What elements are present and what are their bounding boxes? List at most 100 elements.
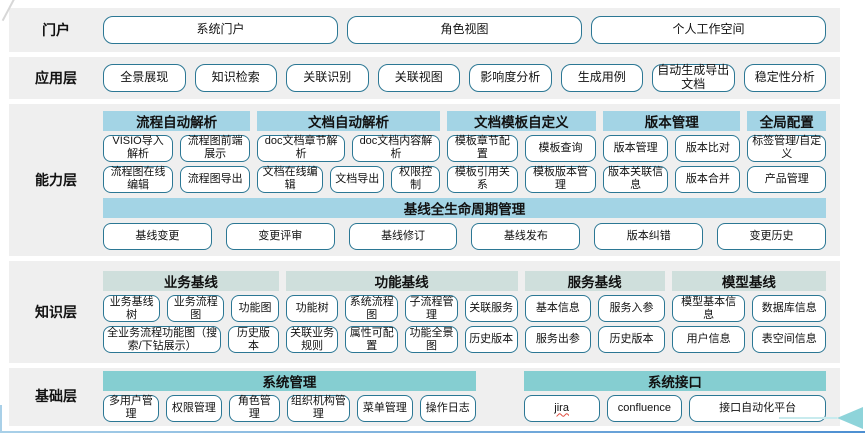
module-box-label: 稳定性分析 — [754, 70, 815, 85]
layer-application: 应用层全景展现知识检索关联识别关联视图影响度分析生成用例自动生成导出文档稳定性分… — [9, 57, 840, 99]
module-box: doc文档内容解析 — [352, 134, 440, 162]
module-box-label: 基线发布 — [503, 229, 548, 242]
module-group: 服务基线基本信息 服务入参服务出参 历史版本 — [524, 271, 665, 353]
button-row: 系统门户 角色视图 个人工作空间 — [103, 16, 826, 44]
module-box: 系统流程图 — [345, 295, 399, 322]
module-box-label: 模板查询 — [538, 141, 583, 154]
module-box: 全业务流程功能图（搜索/下钻展示） — [103, 326, 222, 353]
module-box: 自动生成导出文档 — [652, 63, 735, 92]
module-box: 组织机构管理 — [286, 394, 350, 422]
module-box-label: 模板章节配置 — [454, 135, 510, 160]
layer-label-application: 应用层 — [35, 70, 77, 86]
module-box: 功能全景图 — [405, 326, 458, 353]
module-box: 模板查询 — [524, 134, 597, 162]
button-row: 模板引用关系模板版本管理 — [446, 165, 597, 193]
button-row: 文档在线编辑文档导出权限控制 — [257, 165, 440, 193]
module-box: 操作日志 — [419, 394, 476, 422]
module-box: 知识检索 — [194, 64, 277, 92]
module-box: 业务基线树 — [103, 295, 161, 322]
module-box-label: 知识检索 — [211, 70, 260, 85]
module-box-label: 菜单管理 — [362, 401, 407, 414]
button-row: 基本信息 服务入参 — [524, 295, 665, 322]
layer-label-base: 基础层 — [35, 388, 77, 404]
module-box: confluence — [606, 394, 683, 422]
module-box-label: 功能树 — [295, 302, 329, 315]
group-header: 系统接口 — [523, 370, 826, 391]
module-box: 服务入参 — [598, 295, 665, 322]
module-group: 全局配置标签管理/自定义产品管理 — [747, 110, 826, 193]
module-box: 属性可配置 — [345, 326, 399, 353]
module-box-label: doc文档章节解析 — [264, 135, 338, 160]
layer-portal: 门户 系统门户 角色视图 个人工作空间 — [9, 8, 840, 52]
module-box-label: 影响度分析 — [480, 70, 541, 85]
module-box-label: 系统门户 — [196, 22, 245, 37]
module-box-label: 产品管理 — [764, 172, 809, 185]
module-box-label: 个人工作空间 — [672, 22, 745, 37]
module-box-label: 模板引用关系 — [454, 166, 510, 191]
layer-knowledge: 知识层业务基线业务基线树业务流程图功能图全业务流程功能图（搜索/下钻展示）历史版… — [9, 261, 840, 363]
button-row: 全业务流程功能图（搜索/下钻展示） 历史版本 — [103, 326, 279, 353]
module-box: 全景展现 — [103, 64, 186, 92]
module-box: 服务出参 — [524, 326, 592, 353]
group-header: 服务基线 — [524, 271, 665, 291]
arrow-tail-line — [779, 417, 837, 419]
module-box-label: doc文档内容解析 — [359, 135, 433, 160]
module-box: 版本管理 — [603, 134, 669, 162]
button-row: 版本管理版本比对 — [603, 134, 741, 162]
module-box: 业务流程图 — [167, 295, 225, 322]
module-box: 功能图 — [231, 295, 279, 322]
module-box-label: 模板版本管理 — [532, 166, 588, 191]
module-box: 功能树 — [285, 295, 339, 322]
module-box-label: 标签管理/自定义 — [752, 135, 822, 160]
module-box: 标签管理/自定义 — [747, 134, 826, 162]
module-box: 角色视图 — [347, 16, 582, 44]
module-box: 流程图在线编辑 — [103, 165, 174, 193]
module-box: 历史版本 — [228, 326, 279, 353]
module-box-label: 服务出参 — [535, 333, 580, 346]
group-header: 基线全生命周期管理 — [103, 197, 826, 218]
module-box-label: 业务流程图 — [173, 295, 218, 321]
module-box-label: 全景展现 — [120, 70, 169, 85]
button-row: 基线变更变更评审基线修订基线发布版本纠错变更历史 — [103, 222, 826, 250]
module-box-label: 功能图 — [238, 302, 272, 315]
module-box: 历史版本 — [598, 326, 665, 353]
module-box: 版本合并 — [675, 165, 741, 193]
module-box: 版本纠错 — [594, 222, 704, 250]
module-box: 模型基本信息 — [671, 295, 746, 322]
module-box-label: 表空间信息 — [761, 333, 817, 346]
group-header: 模型基线 — [671, 271, 826, 291]
button-row: 业务基线树业务流程图 功能图 — [103, 295, 279, 322]
module-box: 模板引用关系 — [446, 165, 518, 193]
layer-label-portal: 门户 — [42, 22, 70, 38]
module-box-label: 版本合并 — [685, 172, 730, 185]
module-box-label: 基本信息 — [535, 302, 580, 315]
module-box: 表空间信息 — [752, 326, 827, 353]
module-box-label: 历史版本 — [469, 333, 514, 346]
module-box-label: 变更评审 — [258, 229, 303, 242]
module-box: 个人工作空间 — [591, 16, 826, 44]
module-box-label: 角色视图 — [440, 22, 489, 37]
module-box-label: 权限管理 — [171, 401, 216, 414]
module-group: 系统管理多用户管理权限管理角色管理组织机构管理菜单管理操作日志 — [103, 370, 476, 422]
button-row: 模型基本信息数据库信息 — [671, 295, 827, 322]
module-box-label: 接口自动化平台 — [719, 401, 797, 414]
module-box: 文档在线编辑 — [257, 165, 324, 193]
module-box: 关联服务 — [464, 295, 518, 322]
layer-label-capability: 能力层 — [35, 172, 77, 188]
module-box-label: 多用户管理 — [108, 395, 153, 420]
module-box-label: 关联服务 — [469, 302, 514, 315]
module-box: doc文档章节解析 — [257, 134, 346, 162]
module-box-label: 模型基本信息 — [681, 295, 737, 321]
module-box: 影响度分析 — [469, 64, 552, 92]
module-box-label: 历史版本 — [237, 326, 271, 352]
module-box-label: 全业务流程功能图（搜索/下钻展示） — [107, 326, 218, 352]
module-box-label: 文档在线编辑 — [262, 166, 318, 191]
module-box: 权限控制 — [391, 165, 440, 193]
module-box-label: 关联识别 — [303, 70, 352, 85]
module-box: 模板章节配置 — [446, 134, 518, 162]
